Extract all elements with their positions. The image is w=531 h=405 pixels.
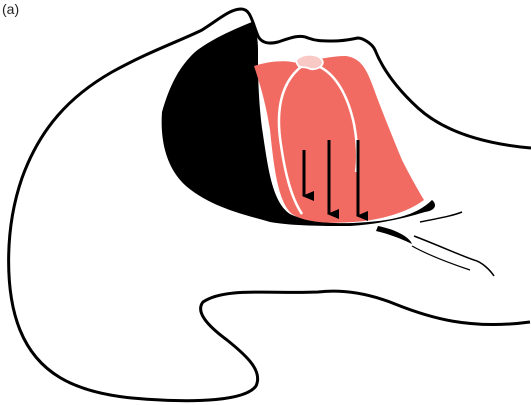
uvula-knot xyxy=(296,55,323,70)
